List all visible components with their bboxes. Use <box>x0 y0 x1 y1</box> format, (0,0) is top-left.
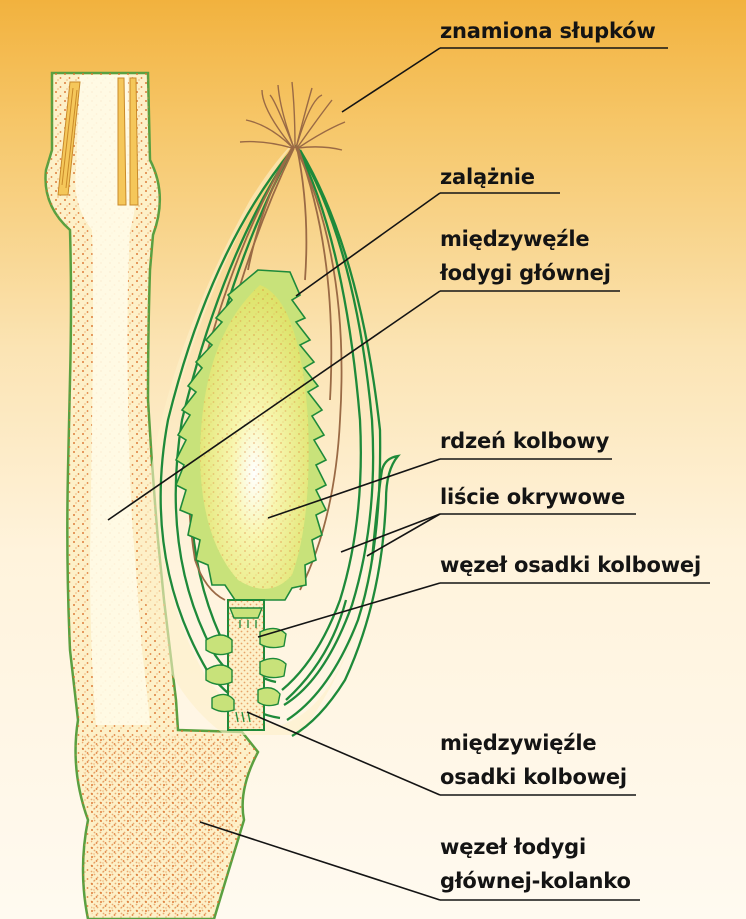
shank-internode-leader <box>246 711 441 796</box>
leader-lines <box>107 47 710 901</box>
shank <box>205 599 287 731</box>
label-shank-internode-line1: międzywięźle <box>440 731 597 755</box>
stem-node-leader <box>199 821 441 901</box>
husk-leaves-leader-2 <box>366 513 441 557</box>
main-internode-leader <box>107 290 441 521</box>
label-stem-node-line2: głównej-kolanko <box>440 869 631 893</box>
label-ovaries: zalążnie <box>440 165 535 189</box>
stigmas-tuft <box>239 81 346 151</box>
label-main-internode-line2: łodygi głównej <box>440 261 611 285</box>
husk-leaves-leader-1 <box>340 513 441 553</box>
label-stigmas: znamiona słupków <box>440 19 656 43</box>
label-shank-node: węzeł osadki kolbowej <box>440 553 701 577</box>
cob-core-leader <box>267 458 441 519</box>
label-stem-node-line1: węzeł łodygi <box>440 835 586 859</box>
shank-node-leader <box>257 582 441 638</box>
label-husk-leaves: liście okrywowe <box>440 485 626 509</box>
stigmas-leader <box>341 47 441 113</box>
ovaries-leader <box>295 192 441 297</box>
label-shank-internode-line2: osadki kolbowej <box>440 765 627 789</box>
label-main-internode-line1: międzywęźle <box>440 227 590 251</box>
label-cob-core: rdzeń kolbowy <box>440 429 610 453</box>
